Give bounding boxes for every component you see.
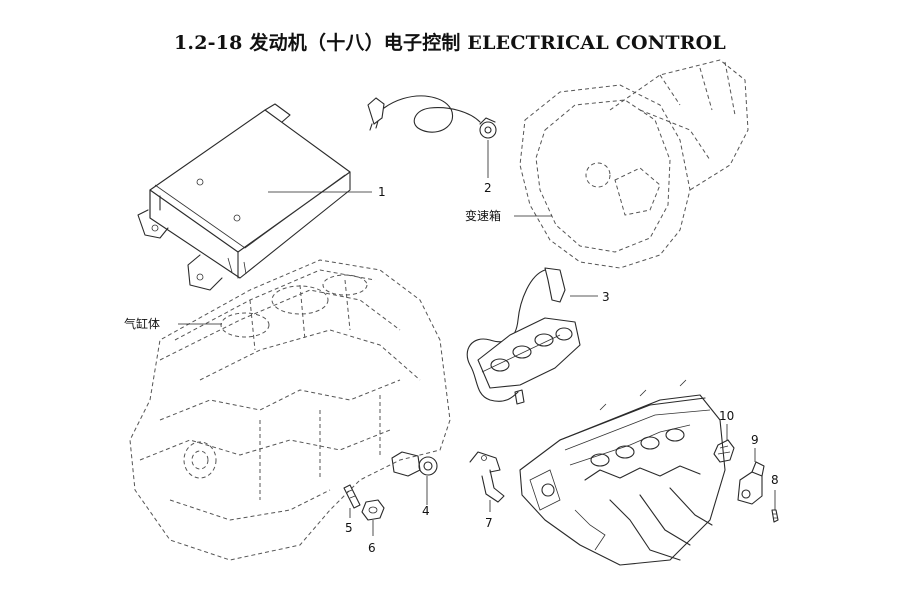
callout-7: 7 bbox=[485, 516, 493, 530]
page-title: 1.2-18 发动机（十八）电子控制 ELECTRICAL CONTROL bbox=[174, 32, 726, 54]
cylinder-block-label: 气缸体 bbox=[124, 316, 160, 331]
transmission-drawing bbox=[519, 59, 749, 269]
callout-3: 3 bbox=[602, 290, 610, 304]
cylinder-block-drawing bbox=[129, 259, 451, 561]
callout-10: 10 bbox=[719, 409, 734, 423]
callout-5: 5 bbox=[345, 521, 353, 535]
transmission-label: 变速箱 bbox=[465, 208, 501, 223]
sensor-2-drawing bbox=[367, 95, 497, 139]
clip-10-drawing bbox=[713, 439, 735, 463]
bolt-5-drawing bbox=[343, 484, 361, 509]
screw-8-drawing bbox=[771, 509, 779, 523]
oxygen-sensor-drawing bbox=[466, 267, 566, 405]
engine-assembly-drawing bbox=[519, 379, 726, 566]
callout-9: 9 bbox=[751, 433, 759, 447]
callout-8: 8 bbox=[771, 473, 779, 487]
bracket-7-drawing bbox=[469, 451, 505, 503]
exhaust-gasket-drawing bbox=[477, 317, 581, 389]
callout-6: 6 bbox=[368, 541, 376, 555]
nut-6-drawing bbox=[361, 499, 385, 521]
callout-4: 4 bbox=[422, 504, 430, 518]
callout-2: 2 bbox=[484, 181, 492, 195]
ecu-module-drawing bbox=[137, 103, 351, 291]
sensor-9-drawing bbox=[737, 461, 765, 505]
knock-sensor-drawing bbox=[391, 451, 438, 477]
callout-1: 1 bbox=[378, 185, 386, 199]
